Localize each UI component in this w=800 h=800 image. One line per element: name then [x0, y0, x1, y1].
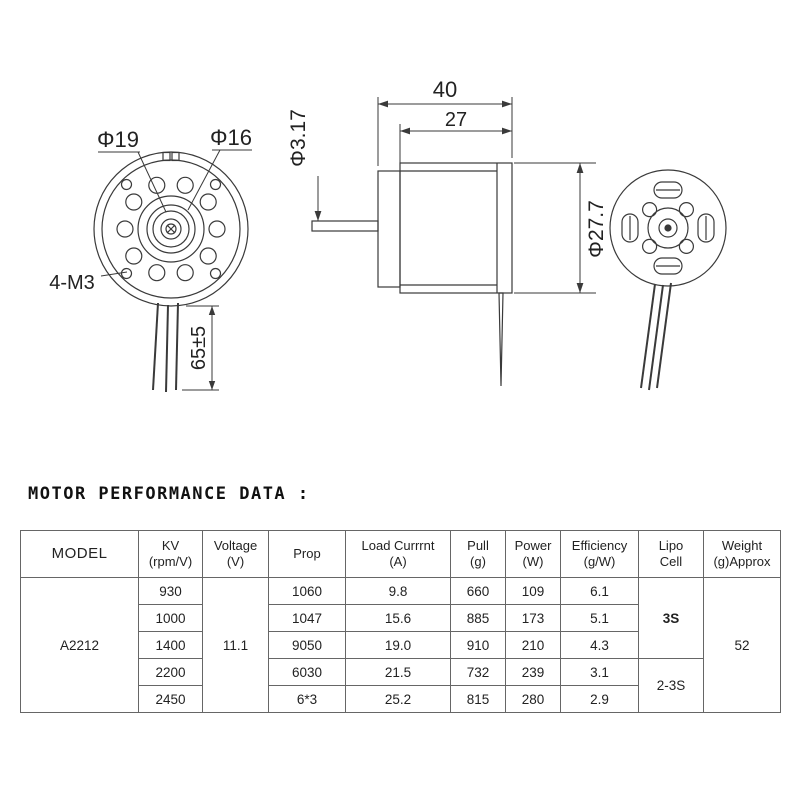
cell-prop: 6*3 [268, 685, 346, 713]
table-row: A2212 930 11.1 1060 9.8 660 109 6.1 3S 5… [20, 577, 781, 713]
cell-load: 15.6 [345, 604, 451, 632]
col-header-pull: Pull (g) [450, 530, 506, 578]
cell-pull: 732 [450, 658, 506, 686]
dim-label-wire-length: 65±5 [188, 326, 210, 370]
header-row: MODEL KV (rpm/V) Voltage (V) Prop Load C… [20, 530, 781, 578]
cell-power: 109 [505, 577, 561, 605]
cell-kv: 930 [138, 577, 203, 605]
shaft-end [165, 223, 177, 235]
cell-pull: 815 [450, 685, 506, 713]
table-row: 2450 6*3 25.2 815 280 2.9 [21, 685, 781, 713]
cell-lipo-upper: 3S [638, 577, 704, 659]
cell-load: 19.0 [345, 631, 451, 659]
rear-view [609, 169, 727, 391]
table-row: 1400 9050 19.0 910 210 4.3 [21, 631, 781, 659]
m3-mount-holes [120, 178, 222, 280]
motor-wires-rear [640, 282, 672, 391]
dim-label-body-dia: Φ27.7 [585, 200, 608, 258]
cell-load: 21.5 [345, 658, 451, 686]
cell-efficiency: 6.1 [560, 577, 639, 605]
dim-label-shaft-dia: Φ3.17 [287, 109, 310, 167]
col-header-power: Power (W) [505, 530, 561, 578]
col-header-load-current: Load Currrnt (A) [345, 530, 451, 578]
front-view-dimension-lines [98, 149, 252, 391]
cell-model: A2212 [20, 577, 139, 713]
cell-pull: 885 [450, 604, 506, 632]
side-view [311, 162, 513, 387]
cell-load: 25.2 [345, 685, 451, 713]
motor-shaft [311, 220, 379, 232]
cell-power: 210 [505, 631, 561, 659]
cell-power: 239 [505, 658, 561, 686]
cell-pull: 660 [450, 577, 506, 605]
cell-prop: 9050 [268, 631, 346, 659]
cell-prop: 1047 [268, 604, 346, 632]
col-header-weight: Weight (g)Approx [703, 530, 781, 578]
side-view-dimension-lines [314, 97, 596, 294]
section-title: MOTOR PERFORMANCE DATA : [28, 484, 310, 504]
cell-efficiency: 4.3 [560, 631, 639, 659]
col-header-voltage: Voltage (V) [202, 530, 269, 578]
cell-load: 9.8 [345, 577, 451, 605]
cell-prop: 6030 [268, 658, 346, 686]
cell-power: 280 [505, 685, 561, 713]
col-header-lipo: Lipo Cell [638, 530, 704, 578]
cell-kv: 2450 [138, 685, 203, 713]
cell-kv: 2200 [138, 658, 203, 686]
cell-efficiency: 5.1 [560, 604, 639, 632]
dim-label-total-length: 40 [433, 77, 457, 102]
col-header-efficiency: Efficiency (g/W) [560, 530, 639, 578]
dim-label-dia16: Φ16 [210, 125, 252, 150]
mount-slots [621, 181, 715, 275]
cell-prop: 1060 [268, 577, 346, 605]
technical-drawing: Φ19 Φ16 4-M3 65±5 [49, 77, 727, 393]
motor-outer-ring [93, 151, 249, 307]
rear-shaft-tip [498, 292, 504, 387]
dim-label-dia19: Φ19 [97, 127, 139, 152]
col-header-kv: KV (rpm/V) [138, 530, 203, 578]
col-header-prop: Prop [268, 530, 346, 578]
performance-table: MODEL KV (rpm/V) Voltage (V) Prop Load C… [20, 530, 781, 713]
cell-lipo-lower: 2-3S [638, 658, 704, 713]
cell-efficiency: 3.1 [560, 658, 639, 686]
dim-label-4m3: 4-M3 [49, 272, 95, 294]
cell-voltage: 11.1 [202, 577, 269, 713]
cell-kv: 1000 [138, 604, 203, 632]
cell-kv: 1400 [138, 631, 203, 659]
col-header-model: MODEL [20, 530, 139, 578]
mount-section [377, 170, 401, 288]
cell-efficiency: 2.9 [560, 685, 639, 713]
bell-section [399, 162, 513, 294]
cell-pull: 910 [450, 631, 506, 659]
cell-weight: 52 [703, 577, 781, 713]
motor-wires-front [152, 302, 179, 393]
dim-label-body-length: 27 [445, 109, 467, 131]
cell-power: 173 [505, 604, 561, 632]
front-view [93, 151, 249, 393]
rear-screw-holes [641, 202, 695, 254]
